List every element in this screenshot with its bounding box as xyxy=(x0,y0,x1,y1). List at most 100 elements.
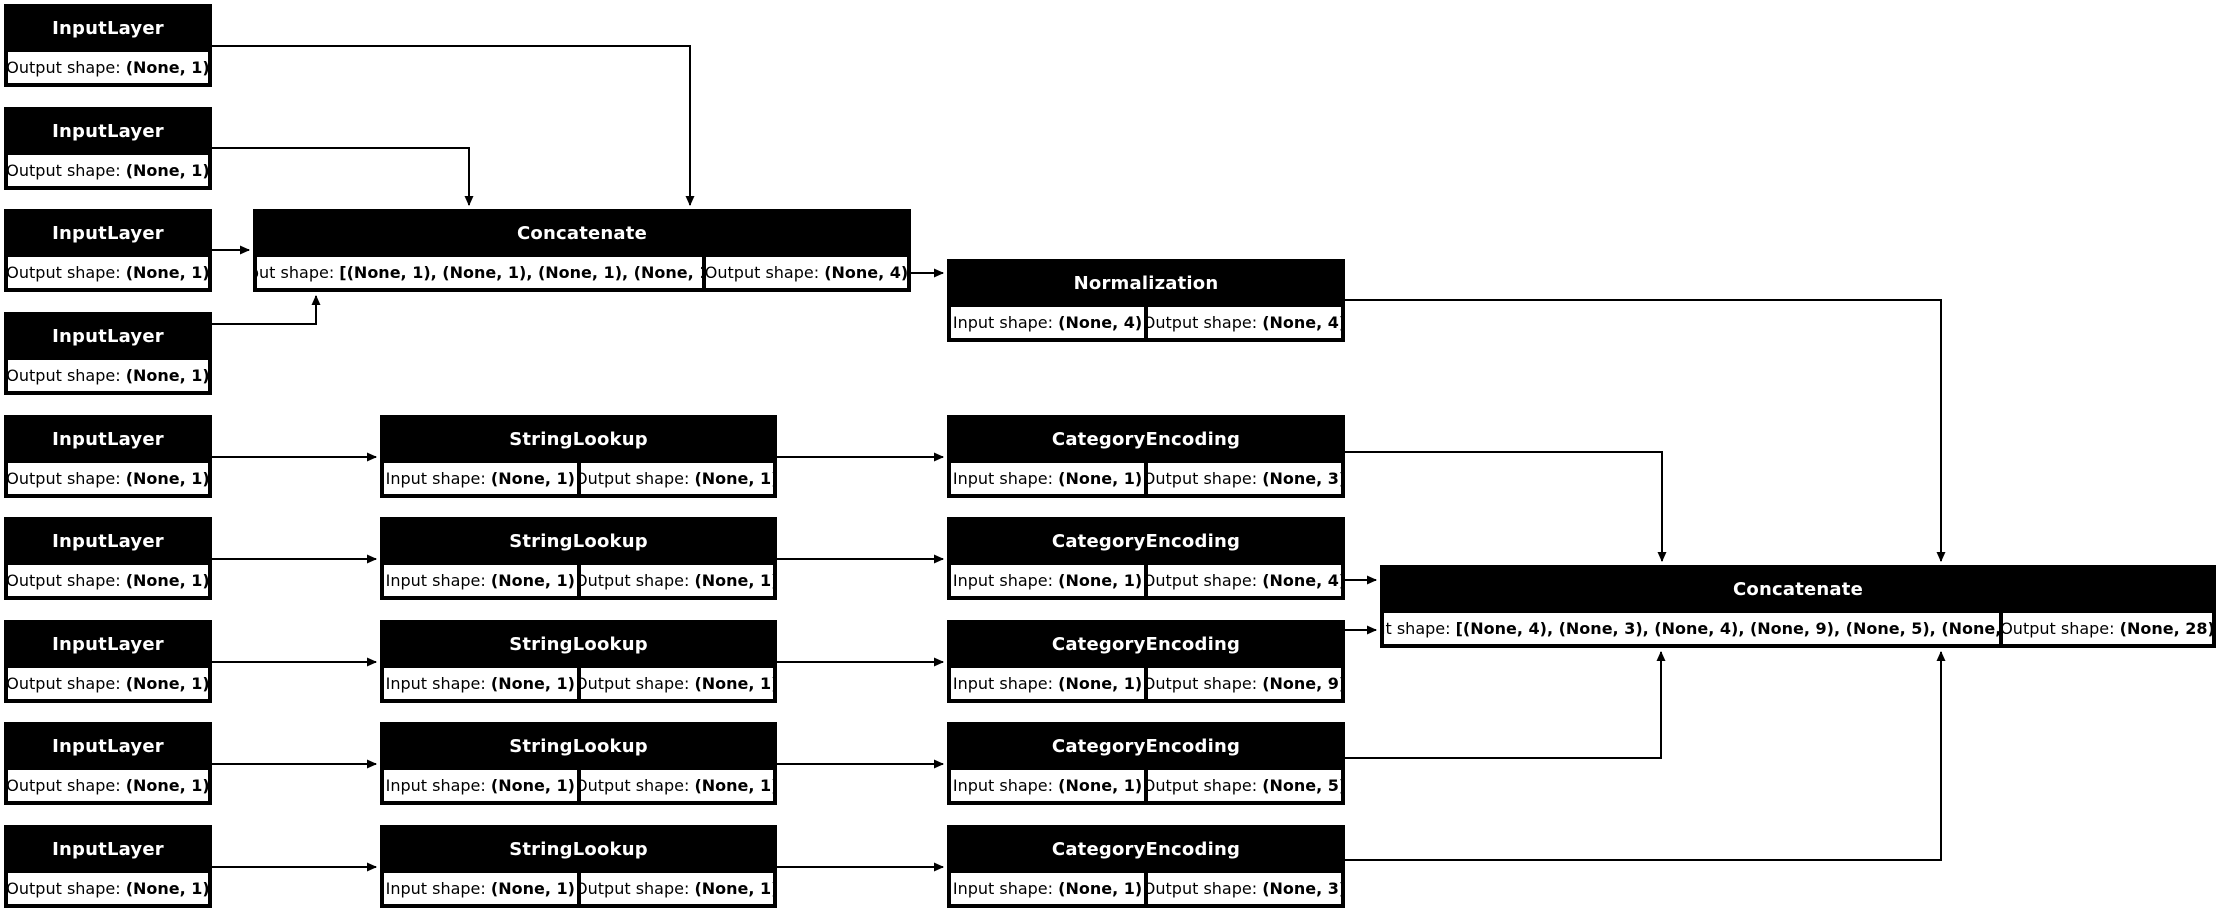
layer-node-stringlookup-2: StringLookup Input shape: (None, 1) Outp… xyxy=(380,517,777,600)
shape-value: (None, 1) xyxy=(694,674,775,693)
shape-prefix: Output shape: xyxy=(6,571,126,590)
layer-title: StringLookup xyxy=(509,530,648,552)
layer-node-categoryencoding-3: CategoryEncoding Input shape: (None, 1) … xyxy=(947,620,1345,703)
shape-value: (None, 1) xyxy=(125,263,210,282)
layer-node-categoryencoding-2: CategoryEncoding Input shape: (None, 1) … xyxy=(947,517,1345,600)
layer-title: CategoryEncoding xyxy=(1051,838,1241,860)
shape-value: (None, 1) xyxy=(1058,571,1143,590)
layer-title: InputLayer xyxy=(52,838,164,860)
output-shape-cell: Output shape: (None, 1) xyxy=(6,358,210,393)
shape-value: (None, 4) xyxy=(824,263,909,282)
shape-value: (None, 1) xyxy=(125,776,210,795)
shape-prefix: Output shape: xyxy=(1146,674,1263,693)
input-shape-cell: Input shape: (None, 1) xyxy=(949,768,1146,803)
output-shape-cell: Output shape: (None, 3) xyxy=(1146,461,1343,496)
layer-node-categoryencoding-4: CategoryEncoding Input shape: (None, 1) … xyxy=(947,722,1345,805)
layer-node-input-3: InputLayer Output shape: (None, 1) xyxy=(4,209,212,292)
output-shape-cell: Output shape: (None, 28) xyxy=(2001,611,2214,646)
edge-input1-concat1 xyxy=(212,45,695,206)
output-shape-cell: Output shape: (None, 1) xyxy=(6,666,210,701)
input-shape-cell: Input shape: (None, 1) xyxy=(382,666,579,701)
shape-prefix: Input shape: xyxy=(385,674,491,693)
layer-node-normalization: Normalization Input shape: (None, 4) Out… xyxy=(947,259,1345,342)
shape-prefix: Input shape: xyxy=(952,313,1059,332)
layer-node-input-2: InputLayer Output shape: (None, 1) xyxy=(4,107,212,190)
input-shape-cell: Input shape: (None, 1) xyxy=(382,563,579,598)
shape-prefix: Output shape: xyxy=(1146,313,1263,332)
output-shape-cell: Output shape: (None, 4) xyxy=(1146,563,1343,598)
layer-node-categoryencoding-5: CategoryEncoding Input shape: (None, 1) … xyxy=(947,825,1345,908)
layer-title: StringLookup xyxy=(509,428,648,450)
shape-prefix: Output shape: xyxy=(6,263,126,282)
shape-prefix: Output shape: xyxy=(6,776,126,795)
layer-title: StringLookup xyxy=(509,633,648,655)
input-shape-cell: Input shape: (None, 1) xyxy=(949,666,1146,701)
layer-node-concatenate-1: Concatenate Input shape: [(None, 1), (No… xyxy=(253,209,911,292)
output-shape-cell: Output shape: (None, 3) xyxy=(1146,871,1343,906)
layer-node-input-9: InputLayer Output shape: (None, 1) xyxy=(4,825,212,908)
shape-prefix: Output shape: xyxy=(578,571,695,590)
shape-prefix: Input shape: xyxy=(385,776,491,795)
input-shape-cell: Input shape: (None, 1) xyxy=(949,871,1146,906)
output-shape-cell: Output shape: (None, 1) xyxy=(578,768,775,803)
layer-title: Concatenate xyxy=(517,222,647,244)
output-shape-cell: Output shape: (None, 1) xyxy=(578,461,775,496)
shape-value: (None, 4) xyxy=(1058,313,1143,332)
shape-prefix: Output shape: xyxy=(6,879,126,898)
layer-title: CategoryEncoding xyxy=(1051,530,1241,552)
shape-prefix: Input shape: xyxy=(952,879,1059,898)
layer-node-input-4: InputLayer Output shape: (None, 1) xyxy=(4,312,212,395)
layer-title: CategoryEncoding xyxy=(1051,428,1241,450)
output-shape-cell: Output shape: (None, 9) xyxy=(1146,666,1343,701)
shape-value: (None, 1) xyxy=(125,366,210,385)
layer-title: StringLookup xyxy=(509,838,648,860)
shape-value: (None, 1) xyxy=(1058,469,1143,488)
layer-title: StringLookup xyxy=(509,735,648,757)
output-shape-cell: Output shape: (None, 1) xyxy=(6,50,210,85)
shape-prefix: Output shape: xyxy=(6,161,126,180)
edge-encoding4-concat2 xyxy=(1345,651,1666,759)
shape-prefix: Input shape: xyxy=(385,571,491,590)
shape-prefix: Output shape: xyxy=(1146,469,1263,488)
shape-value: [(None, 4), (None, 3), (None, 4), (None,… xyxy=(1455,619,2001,638)
edge-normalization-concat2 xyxy=(1345,299,1946,562)
edge-encoding5-concat2 xyxy=(1345,651,1946,861)
input-shape-cell: Input shape: [(None, 4), (None, 3), (Non… xyxy=(1382,611,2001,646)
shape-value: (None, 1) xyxy=(490,674,575,693)
shape-value: (None, 3) xyxy=(1262,469,1343,488)
output-shape-cell: Output shape: (None, 5) xyxy=(1146,768,1343,803)
shape-value: (None, 4) xyxy=(1262,313,1343,332)
layer-title: InputLayer xyxy=(52,428,164,450)
layer-title: InputLayer xyxy=(52,325,164,347)
layer-title: CategoryEncoding xyxy=(1051,633,1241,655)
shape-value: (None, 1) xyxy=(1058,879,1143,898)
layer-node-concatenate-2: Concatenate Input shape: [(None, 4), (No… xyxy=(1380,565,2216,648)
shape-value: (None, 1) xyxy=(1058,674,1143,693)
edge-encoding1-concat2 xyxy=(1345,451,1667,562)
shape-value: (None, 1) xyxy=(490,469,575,488)
shape-value: (None, 1) xyxy=(490,879,575,898)
layer-node-input-6: InputLayer Output shape: (None, 1) xyxy=(4,517,212,600)
output-shape-cell: Output shape: (None, 1) xyxy=(578,666,775,701)
layer-node-stringlookup-4: StringLookup Input shape: (None, 1) Outp… xyxy=(380,722,777,805)
layer-node-input-8: InputLayer Output shape: (None, 1) xyxy=(4,722,212,805)
output-shape-cell: Output shape: (None, 1) xyxy=(6,255,210,290)
layer-node-input-1: InputLayer Output shape: (None, 1) xyxy=(4,4,212,87)
edge-input2-concat1 xyxy=(212,147,474,206)
shape-value: (None, 1) xyxy=(1058,776,1143,795)
output-shape-cell: Output shape: (None, 1) xyxy=(578,563,775,598)
shape-prefix: Output shape: xyxy=(578,469,695,488)
shape-prefix: Input shape: xyxy=(257,263,335,282)
shape-value: (None, 1) xyxy=(694,776,775,795)
input-shape-cell: Input shape: (None, 1) xyxy=(949,461,1146,496)
output-shape-cell: Output shape: (None, 1) xyxy=(6,768,210,803)
shape-value: (None, 1) xyxy=(125,571,210,590)
shape-value: (None, 1) xyxy=(490,571,575,590)
output-shape-cell: Output shape: (None, 1) xyxy=(6,563,210,598)
input-shape-cell: Input shape: (None, 1) xyxy=(382,768,579,803)
layer-title: InputLayer xyxy=(52,17,164,39)
shape-value: (None, 1) xyxy=(125,58,210,77)
shape-value: (None, 1) xyxy=(125,469,210,488)
shape-value: (None, 4) xyxy=(1262,571,1343,590)
